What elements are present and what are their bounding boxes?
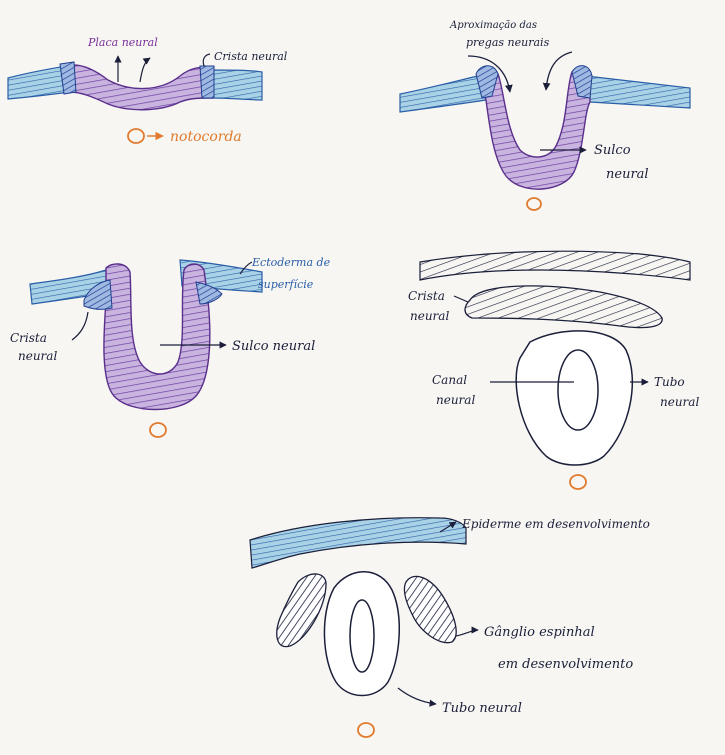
stage-4-surface-ectoderm (420, 251, 690, 280)
stage-4-pointer-crista (454, 296, 468, 302)
stage-4-label-crista-2: neural (410, 309, 449, 323)
stage-2-neural-folds: Aproximação das pregas neurais Sulco neu… (400, 20, 690, 210)
stage-2-arrow-right-fold (546, 52, 572, 90)
stage-3-neural-groove: Ectoderma de superfície Crista neural Su… (10, 256, 331, 437)
stage-1-crista-right (200, 66, 214, 98)
stage-5-label-epiderme: Epiderme em desenvolvimento (461, 517, 650, 531)
stage-1-ectoderm-right (210, 70, 262, 100)
stage-4-label-tubo-1: Tubo (654, 375, 685, 389)
stage-1-notocorda-circle (128, 129, 144, 143)
stage-2-label-sulco-2: neural (606, 167, 649, 182)
stage-4-notocorda-circle (570, 475, 586, 489)
stage-3-label-sulco: Sulco neural (232, 339, 315, 354)
stage-1-pointer-crista (203, 54, 210, 66)
stage-5-label-ganglio-2: em desenvolvimento (498, 657, 633, 672)
stage-5-notocorda-circle (358, 723, 374, 737)
stage-3-notocorda-circle (150, 423, 166, 437)
stage-2-label-aproximacao-1: Aproximação das (449, 20, 537, 31)
stage-2-ectoderm-left (400, 76, 486, 112)
stage-5-epidermis (250, 518, 466, 568)
stage-5-label-tubo: Tubo neural (442, 701, 522, 716)
stage-2-ectoderm-right (586, 76, 690, 108)
stage-5-ganglion-right (404, 576, 456, 642)
stage-3-label-ectoderma-2: superfície (258, 278, 314, 291)
stage-1-label-crista: Crista neural (214, 50, 288, 63)
stage-3-label-ectoderma-1: Ectoderma de (251, 256, 331, 269)
stage-5-label-ganglio-1: Gânglio espinhal (484, 625, 595, 640)
stage-4-canal-lumen (558, 350, 598, 430)
stage-4-label-tubo-2: neural (660, 395, 699, 409)
stage-4-label-crista-1: Crista (408, 289, 445, 303)
stage-4-crista-band (465, 286, 662, 328)
stage-1-label-notocorda: notocorda (170, 129, 242, 145)
stage-5-canal-lumen (350, 600, 374, 672)
stage-2-notocorda-circle (527, 198, 541, 210)
stage-2-label-sulco-1: Sulco (594, 143, 631, 158)
stage-3-neural-groove-shape (104, 264, 210, 410)
stage-3-pointer-crista (72, 312, 88, 340)
stage-3-label-crista-1: Crista (10, 331, 47, 345)
stage-4-neural-tube: Crista neural Canal neural Tubo neural (408, 251, 699, 489)
stage-5-spinal-ganglia: Epiderme em desenvolvimento Gânglio espi… (250, 517, 650, 737)
stage-4-label-canal-2: neural (436, 393, 475, 407)
stage-3-label-crista-2: neural (18, 349, 57, 363)
stage-1-label-placa: Placa neural (87, 36, 158, 49)
stage-5-pointer-ganglio (456, 630, 478, 636)
stage-5-pointer-tubo (398, 688, 436, 704)
stage-1-neural-plate: Placa neural Crista neural notocorda (8, 36, 288, 145)
stage-1-pointer-placa-2 (140, 58, 150, 82)
stage-2-label-aproximacao-2: pregas neurais (466, 36, 550, 49)
stage-5-ganglion-left (277, 574, 326, 647)
stage-1-neural-plate-shape (66, 65, 212, 110)
stage-4-label-canal-1: Canal (432, 373, 467, 387)
